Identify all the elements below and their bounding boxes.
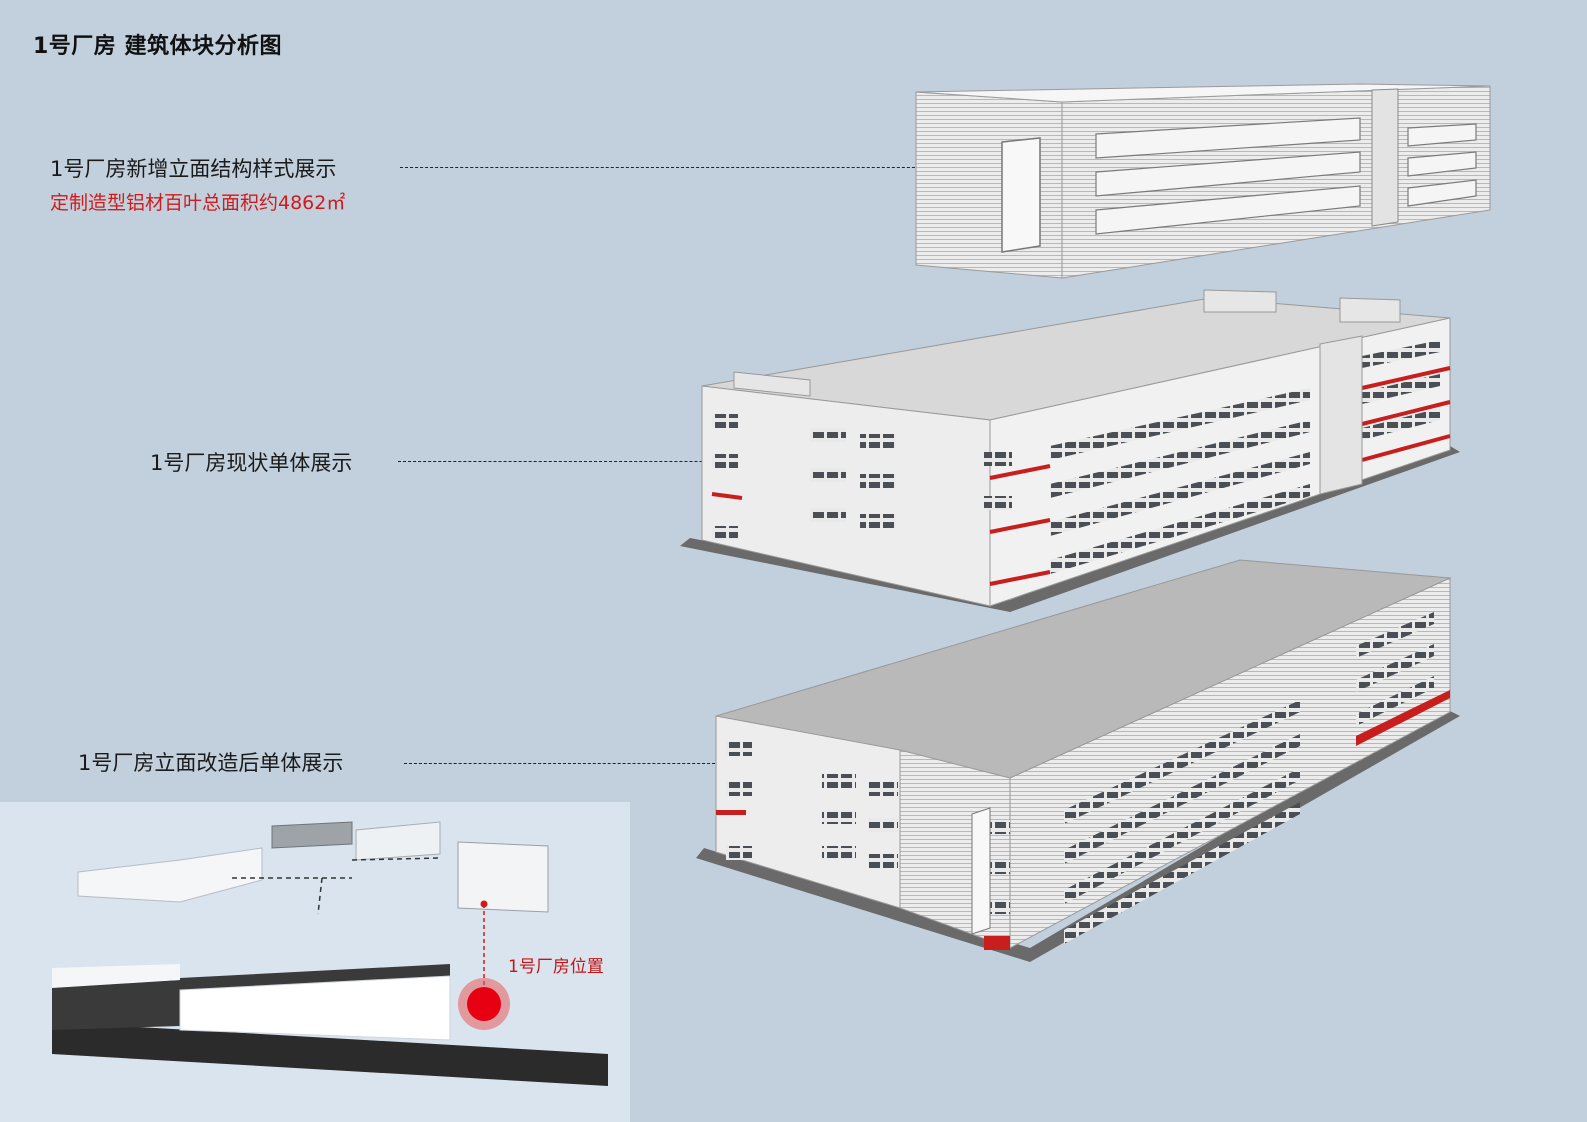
facade-top-edge: [915, 83, 1491, 103]
renovated-building-model: [696, 559, 1460, 962]
page-title: 1号厂房 建筑体块分析图: [33, 34, 282, 59]
facade-structure-label: 1号厂房新增立面结构样式展示: [50, 157, 337, 181]
site-plan-location-marker: [467, 987, 501, 1021]
site-plan-buildings: [77, 821, 549, 913]
current-building-red-stripes: [711, 366, 1451, 586]
facade-stair-tower: [1371, 88, 1399, 227]
renovated-building-red-accents: [716, 690, 1450, 950]
facade-right-openings: [1407, 123, 1477, 207]
current-building-stair-tower: [1319, 335, 1363, 495]
facade-long-openings: [1095, 117, 1361, 235]
site-plan-leader-lines: [232, 857, 441, 915]
renovated-building-leader: [404, 763, 720, 764]
site-plan-location-dot: [480, 900, 488, 908]
current-building-roof-unit-left: [733, 371, 811, 397]
current-building-label: 1号厂房现状单体展示: [150, 451, 353, 475]
facade-structure-leader: [400, 167, 945, 168]
louver-area-note: 定制造型铝材百叶总面积约4862㎡: [50, 192, 346, 214]
renovated-building-vertical-fin: [971, 807, 991, 935]
current-building-side-windows: [712, 414, 1012, 540]
site-location-label: 1号厂房位置: [508, 957, 604, 977]
current-building-window-bands: [1050, 340, 1440, 574]
site-plan-roads: [52, 964, 608, 1086]
current-building-model: [680, 289, 1460, 612]
current-building-roof-unit-mid: [1203, 289, 1277, 313]
renovated-building-front-face: [1009, 577, 1451, 949]
facade-tall-opening: [1001, 137, 1041, 253]
renovated-building-side-windows: [726, 742, 1010, 950]
renovated-building-label: 1号厂房立面改造后单体展示: [78, 751, 344, 775]
renovated-building-window-bands: [1064, 612, 1434, 944]
facade-structure-model: [915, 83, 1491, 279]
current-building-roof-unit-right: [1339, 297, 1401, 323]
current-building-leader: [398, 461, 798, 462]
